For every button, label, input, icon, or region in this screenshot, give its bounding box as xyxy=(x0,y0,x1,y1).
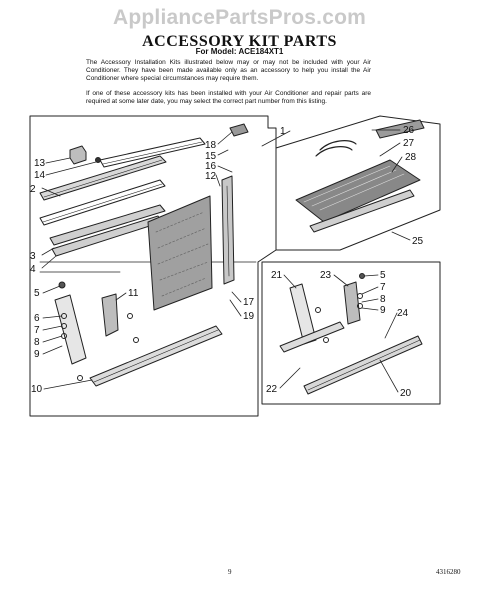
callout-28: 28 xyxy=(405,152,417,163)
callout-9: 9 xyxy=(34,349,40,360)
top-right-kit-panel xyxy=(275,115,441,251)
vertical-channel-15 xyxy=(221,175,235,285)
callout-17: 17 xyxy=(243,297,255,308)
gasket-panel-12 xyxy=(147,195,213,311)
callout-5-right: 5 xyxy=(380,270,386,281)
callout-16: 16 xyxy=(205,161,217,172)
callout-27: 27 xyxy=(403,138,415,149)
callout-23: 23 xyxy=(320,270,332,281)
callout-25: 25 xyxy=(412,236,424,247)
rail-24-20 xyxy=(279,321,423,395)
callout-13: 13 xyxy=(34,158,46,169)
callout-21: 21 xyxy=(271,270,283,281)
callout-15: 15 xyxy=(205,151,217,162)
clip-18 xyxy=(229,123,249,137)
callout-8: 8 xyxy=(34,337,40,348)
leader-lines xyxy=(41,129,411,393)
intro-paragraph-1: The Accessory Installation Kits illustra… xyxy=(86,59,371,82)
side-brackets-21-23 xyxy=(289,273,365,345)
callout-7: 7 xyxy=(34,325,40,336)
callout-11: 11 xyxy=(128,288,139,299)
callout-12: 12 xyxy=(205,171,217,182)
callout-8-right: 8 xyxy=(380,294,386,305)
callout-6: 6 xyxy=(34,313,40,324)
model-line: For Model: ACE184XT1 xyxy=(195,47,284,56)
document-number: 4316280 xyxy=(436,568,461,576)
callout-19: 19 xyxy=(243,311,255,322)
page-title: ACCESSORY KIT PARTS xyxy=(142,33,337,50)
callout-2: 2 xyxy=(30,184,36,195)
bracket-13 xyxy=(69,145,101,165)
intro-paragraph-2: If one of these accessory kits has been … xyxy=(86,90,371,105)
callout-7-right: 7 xyxy=(380,282,386,293)
screen-frame-27 xyxy=(295,119,425,233)
callout-10: 10 xyxy=(31,384,43,395)
callout-26: 26 xyxy=(403,125,415,136)
callout-18: 18 xyxy=(205,140,217,151)
callout-4: 4 xyxy=(30,264,36,275)
callout-5: 5 xyxy=(34,288,40,299)
callout-1: 1 xyxy=(280,126,286,137)
callout-24: 24 xyxy=(397,308,409,319)
callout-14: 14 xyxy=(34,170,46,181)
callout-20: 20 xyxy=(400,388,412,399)
bottom-bracket-10 xyxy=(54,281,223,387)
watermark-text: AppliancePartsPros.com xyxy=(113,6,366,29)
page-number: 9 xyxy=(228,568,232,576)
callout-3: 3 xyxy=(30,251,36,262)
callout-22: 22 xyxy=(266,384,278,395)
leader-lines-right xyxy=(361,274,379,311)
callout-9-right: 9 xyxy=(380,305,386,316)
rail-group-top xyxy=(39,137,206,257)
bottom-right-kit-panel xyxy=(261,261,441,405)
